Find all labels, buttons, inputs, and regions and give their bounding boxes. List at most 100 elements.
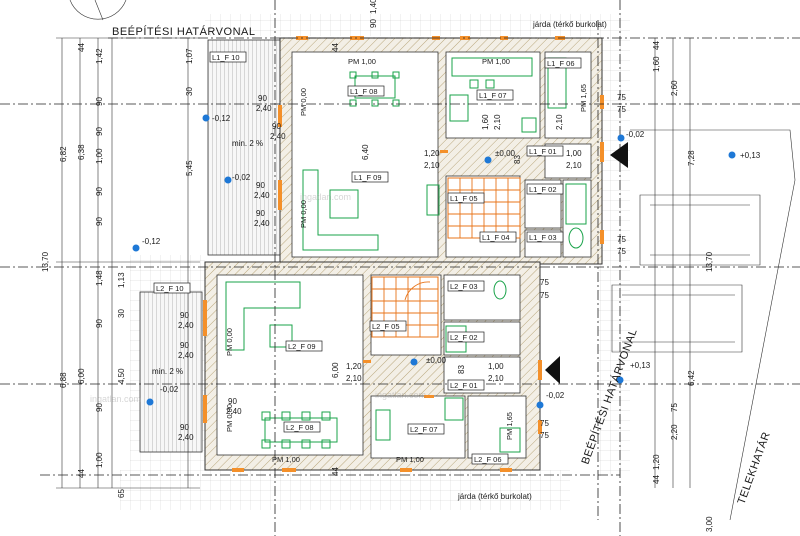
- room-tag: L2_F 01: [450, 381, 478, 390]
- boundary-label-top: BEÉPÍTÉSI HATÁRVONAL: [112, 25, 255, 38]
- pm-label: PM 1,65: [579, 84, 588, 112]
- dim-label: 1,00: [566, 149, 582, 158]
- parking: [611, 129, 796, 521]
- dim-label: 90: [95, 187, 104, 196]
- dim-label: 6,82: [59, 146, 68, 162]
- dim-label: 75: [540, 419, 549, 428]
- opening-dimensions: 90 2,40 90 2,40 90 2,40 90 2,40 90 2,40 …: [178, 0, 626, 476]
- dim-label: 1,20: [652, 454, 661, 470]
- room-tag: L1_F 03: [529, 233, 557, 242]
- dim-label: 75: [540, 431, 549, 440]
- dim-label: 2,40: [254, 191, 270, 200]
- slope-label-top: min. 2 %: [232, 139, 263, 148]
- watermark: ingatlan.com: [300, 192, 351, 202]
- level-label: ±0,00: [495, 149, 516, 158]
- dim-label: 13,70: [705, 251, 714, 272]
- dim-label: 90: [180, 423, 189, 432]
- dim-label: 7,28: [687, 150, 696, 166]
- dim-label: 90: [180, 311, 189, 320]
- dim-label: 1,48: [95, 270, 104, 286]
- right-dimensions: 7,28 6,42 13,70 1,60 2,60 2,20 1,20 3,00…: [652, 41, 714, 532]
- section-arrow-bottom: [545, 356, 560, 384]
- furniture-lower: [225, 280, 521, 453]
- room-tag: L2_F 02: [450, 333, 478, 342]
- room-tag: L1_F 02: [529, 185, 557, 194]
- dim-label: 1,60: [652, 56, 661, 72]
- dim-label: 1,40: [369, 0, 378, 14]
- dim-label: 6,38: [77, 144, 86, 160]
- pm-label: PM 0,00: [299, 200, 308, 228]
- dim-label: 90: [95, 319, 104, 328]
- dim-label: 1,00: [95, 452, 104, 468]
- level-label: -0,12: [142, 237, 161, 246]
- dim-label: 2,10: [566, 161, 582, 170]
- dim-label: 5,45: [185, 160, 194, 176]
- dim-label: 75: [540, 278, 549, 287]
- slope-label-bottom: min. 2 %: [152, 367, 183, 376]
- dim-label: 90: [256, 181, 265, 190]
- dim-label: 90: [180, 341, 189, 350]
- paving-bottom: [120, 470, 570, 510]
- room-tag: L1_F 07: [479, 91, 507, 100]
- dim-label: 4,50: [117, 368, 126, 384]
- stair-upper: [447, 177, 521, 239]
- dim-label: 65: [117, 489, 126, 498]
- dim-label: 44: [77, 469, 86, 478]
- section-arrow-top: [610, 142, 628, 168]
- dim-label: 6,42: [687, 370, 696, 386]
- level-label: +0,13: [630, 361, 651, 370]
- dim-label: 1,13: [117, 272, 126, 288]
- room-tag: L2_F 07: [410, 425, 438, 434]
- level-label: -0,02: [160, 385, 179, 394]
- pm-label: PM 1,00: [482, 57, 510, 66]
- room-l2-f06: [467, 395, 527, 459]
- terrace-bottom: [139, 291, 203, 453]
- room-tag: L2_F 03: [450, 282, 478, 291]
- dim-label: 90: [228, 397, 237, 406]
- room-tag: L2_F 08: [286, 423, 314, 432]
- pm-label: PM 0,00: [225, 328, 234, 356]
- dim-label: 90: [369, 19, 378, 28]
- room-tag: L1_F 04: [482, 233, 510, 242]
- level-label: -0,12: [212, 114, 231, 123]
- dim-label: 44: [331, 467, 340, 476]
- dim-label: 2,60: [670, 80, 679, 96]
- room-tag: L1_F 09: [354, 173, 382, 182]
- room-tag: L2_F 05: [372, 322, 400, 331]
- dim-label: 2,40: [270, 132, 286, 141]
- pm-label: PM 1,00: [272, 455, 300, 464]
- dim-label: 2,10: [488, 374, 504, 383]
- watermark: ingatlan.com: [375, 390, 426, 400]
- dim-label: 1,00: [488, 362, 504, 371]
- room-tag: L1_F 08: [350, 87, 378, 96]
- room-tag: L1_F 10: [212, 53, 240, 62]
- level-label: -0,02: [546, 391, 565, 400]
- dim-label: 83: [457, 365, 466, 374]
- dim-label: 90: [272, 122, 281, 131]
- dim-label: 2,40: [254, 219, 270, 228]
- room-tag: L2_F 09: [288, 342, 316, 351]
- dim-label: 1,60: [481, 114, 490, 130]
- dim-label: 2,40: [178, 433, 194, 442]
- room-l1-f01: [544, 143, 592, 179]
- dim-label: 90: [256, 209, 265, 218]
- dim-label: 2,20: [670, 424, 679, 440]
- dim-label: 2,40: [178, 351, 194, 360]
- dimension-lines-left: [56, 37, 200, 489]
- paving-right: [598, 36, 630, 476]
- dimension-lines-right: [654, 38, 691, 488]
- dim-label: 75: [617, 105, 626, 114]
- dim-label: 2,40: [256, 104, 272, 113]
- pm-label: PM 0,00: [225, 404, 234, 432]
- dim-label: 90: [95, 127, 104, 136]
- north-arrow-arc: [69, 0, 127, 20]
- dim-label: 1,07: [185, 48, 194, 64]
- level-label: -0,02: [626, 130, 645, 139]
- dim-label: 90: [95, 217, 104, 226]
- paving-top: [205, 14, 630, 36]
- level-label: -0,02: [232, 173, 251, 182]
- dim-label: 1,42: [95, 48, 104, 64]
- dim-label: 44: [652, 475, 661, 484]
- room-tag: L1_F 05: [450, 194, 478, 203]
